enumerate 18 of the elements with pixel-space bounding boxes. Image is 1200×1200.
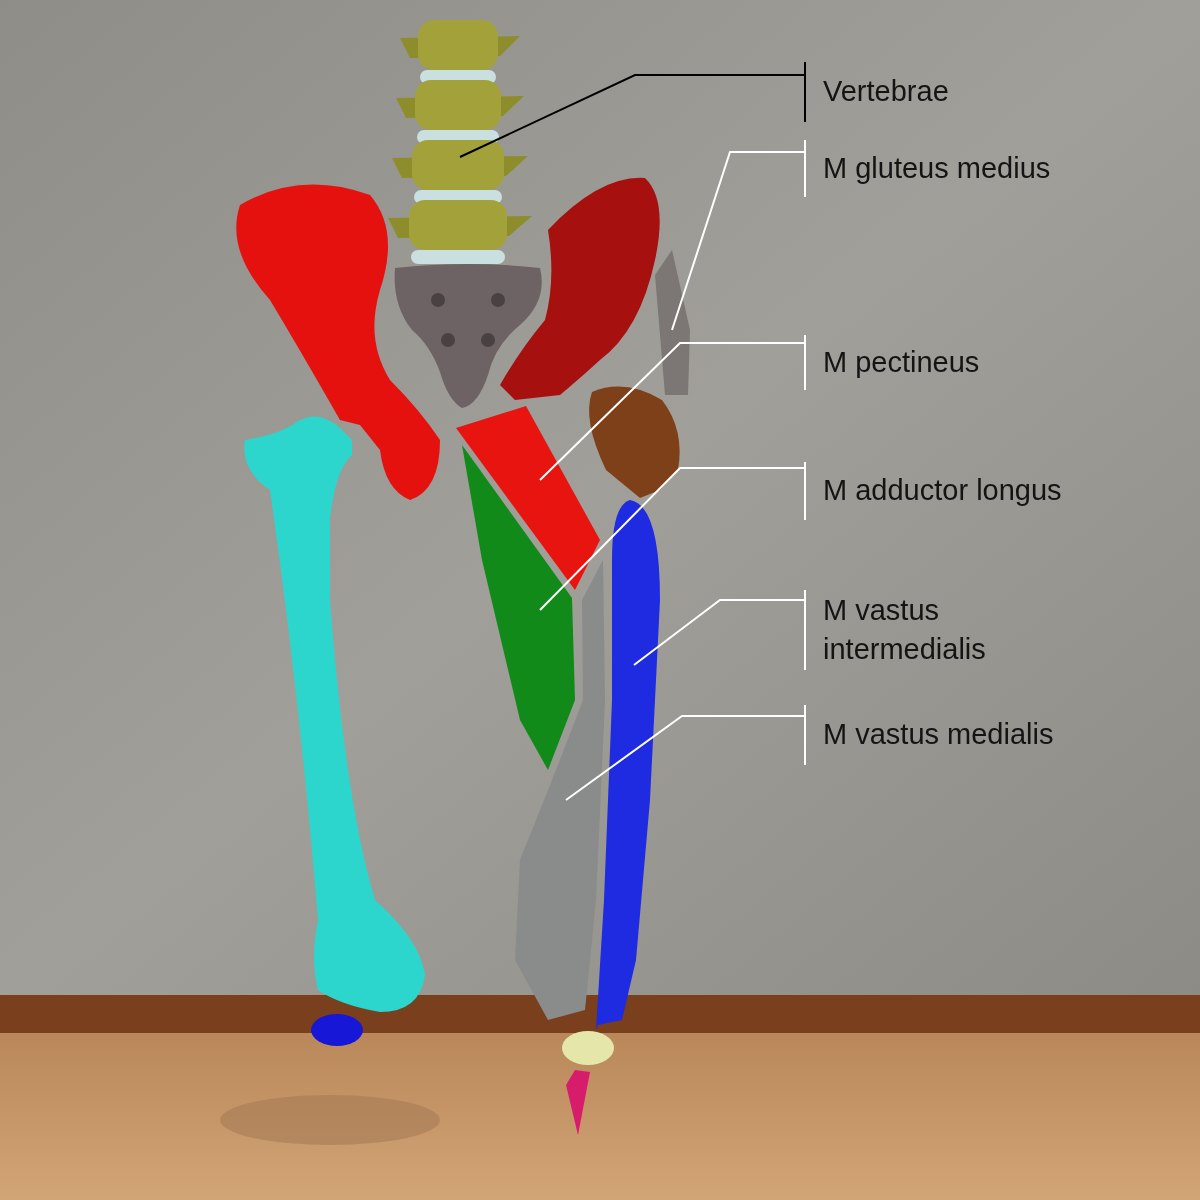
muscle-drawing bbox=[596, 500, 660, 1030]
leader-line bbox=[671, 139, 806, 331]
leader-line bbox=[539, 334, 806, 481]
part-label: M gluteus medius bbox=[805, 140, 1125, 197]
muscle-drawing bbox=[655, 250, 690, 395]
leader-line bbox=[565, 704, 806, 801]
part-label: M pectineus bbox=[805, 335, 1125, 390]
part-label: M vastus medialis bbox=[805, 705, 1135, 765]
muscle-drawing bbox=[462, 445, 575, 770]
part-label: Vertebrae bbox=[805, 62, 1105, 122]
vertebrae-drawing bbox=[388, 20, 532, 264]
leader-line bbox=[459, 61, 806, 158]
part-label: M adductor longus bbox=[805, 462, 1135, 520]
part-label: M vastus intermedialis bbox=[805, 590, 1005, 670]
leader-line bbox=[633, 589, 806, 671]
muscle-drawing bbox=[515, 560, 605, 1020]
leader-line bbox=[539, 461, 806, 611]
muscle-drawing bbox=[456, 406, 600, 590]
